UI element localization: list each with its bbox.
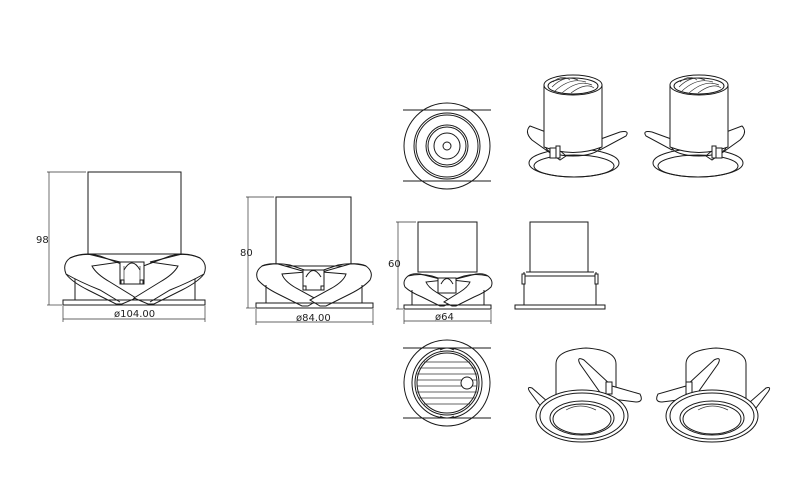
medium-diameter-label: ø84.00 xyxy=(296,313,331,324)
isometric-top-left xyxy=(526,74,628,178)
large-model-elevation xyxy=(47,171,206,322)
bottom-grille-view xyxy=(403,339,491,427)
large-diameter-label: ø104.00 xyxy=(114,309,155,320)
isometric-bottom-left xyxy=(527,347,642,443)
medium-model-elevation xyxy=(246,196,374,325)
large-height-label: 98 xyxy=(36,235,49,246)
small-height-label: 60 xyxy=(388,259,401,270)
small-model-elevation xyxy=(396,221,493,324)
side-view-elevation xyxy=(514,221,606,310)
isometric-bottom-right xyxy=(656,347,771,443)
top-plan-view xyxy=(403,102,491,190)
small-diameter-label: ø64 xyxy=(435,312,454,323)
medium-height-label: 80 xyxy=(240,248,253,259)
isometric-top-right xyxy=(644,74,746,178)
